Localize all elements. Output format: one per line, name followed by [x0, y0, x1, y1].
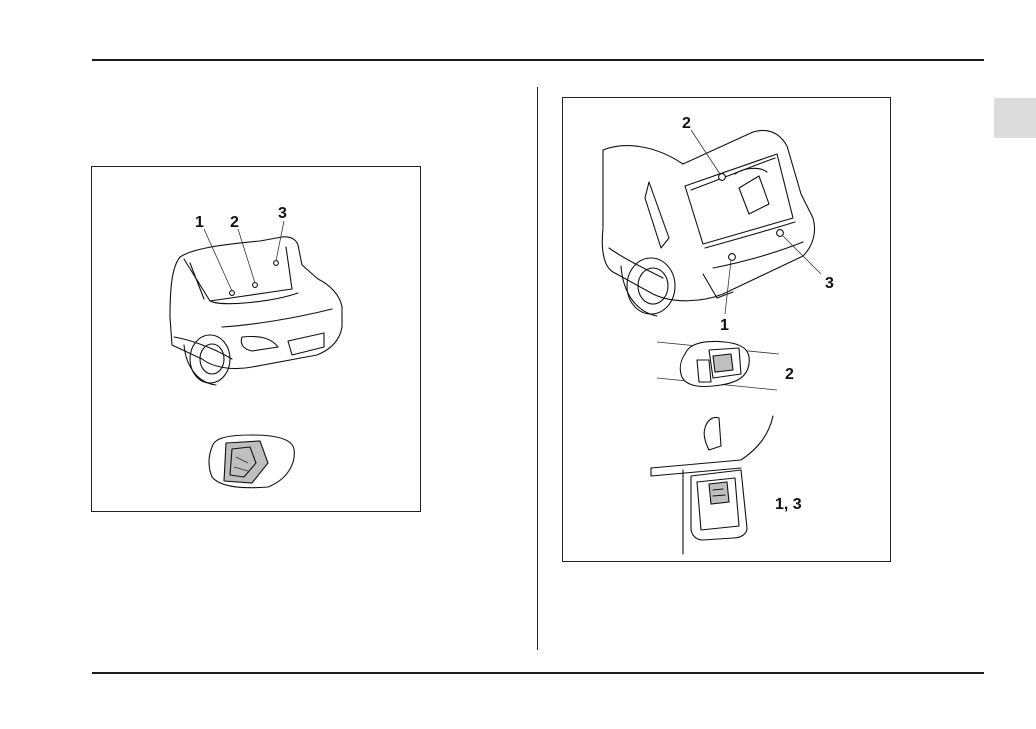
sedan-callout-1: 1	[195, 214, 204, 231]
wagon-callout-2: 2	[682, 115, 691, 132]
sedan-callout-2: 2	[230, 214, 239, 231]
column-divider	[537, 87, 538, 650]
sedan-callout-3: 3	[278, 205, 287, 222]
header-rule	[92, 59, 984, 61]
wagon-hook-figure: 2 3 1 2 1, 3	[562, 97, 891, 562]
wagon-detail-label-2: 2	[785, 366, 794, 383]
wagon-illustration: 2 3 1 2 1, 3	[563, 98, 892, 563]
sedan-hook-figure: 1 2 3	[91, 166, 421, 512]
wagon-callout-3: 3	[825, 275, 834, 292]
sedan-illustration: 1 2 3	[92, 167, 422, 513]
wagon-callout-1: 1	[720, 317, 729, 334]
wagon-detail-label-1-3: 1, 3	[775, 496, 802, 513]
chapter-tab	[994, 98, 1036, 138]
footer-rule	[92, 672, 984, 674]
